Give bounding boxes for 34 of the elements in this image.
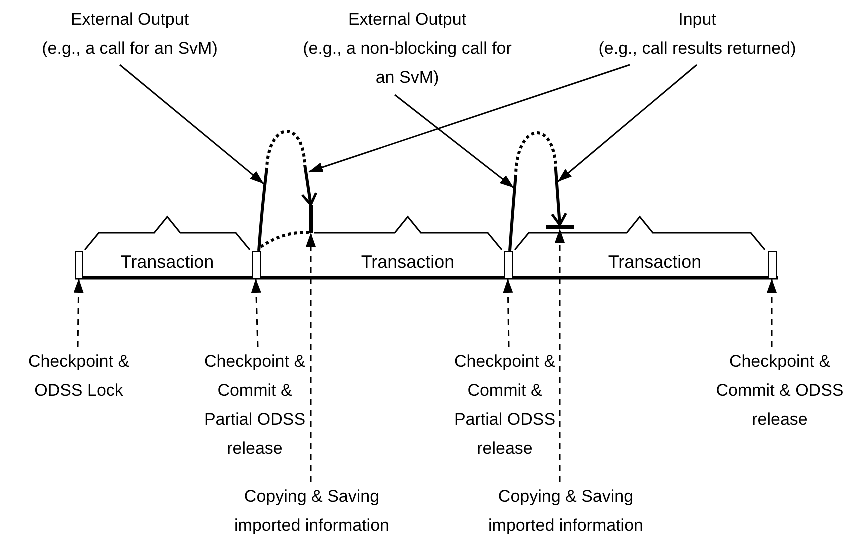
- leader-arrow: [558, 64, 698, 183]
- checkpoint-marker: [252, 251, 261, 279]
- import-bar: [546, 225, 574, 229]
- leader-arrow: [120, 64, 264, 185]
- band-label: Transaction: [120, 251, 216, 274]
- event-annotation: (e.g., a call for an SvM): [41, 38, 219, 60]
- import-curve: [260, 231, 310, 248]
- checkpoint-label: Checkpoint & Commit & Partial ODSS release: [203, 351, 307, 460]
- checkpoint-label: Copying & Saving imported information: [234, 486, 390, 536]
- dashed-arrow: [306, 233, 316, 482]
- call-return-arrow: [258, 130, 318, 252]
- event-annotation: Input: [678, 9, 718, 31]
- dashed-arrow: [555, 229, 565, 482]
- dashed-arrow: [503, 278, 514, 348]
- checkpoint-label: Checkpoint & ODSS Lock: [27, 351, 131, 402]
- checkpoint-label: Checkpoint & Commit & Partial ODSS release: [453, 351, 557, 460]
- dashed-arrow: [251, 278, 262, 348]
- leader-arrow: [394, 94, 514, 189]
- import-bar: [309, 205, 313, 233]
- event-annotation: (e.g., a non-blocking call for an SvM): [302, 38, 513, 89]
- event-annotation: External Output: [70, 9, 190, 31]
- checkpoint-label: Copying & Saving imported information: [488, 486, 644, 536]
- checkpoint-label: Checkpoint & Commit & ODSS release: [715, 351, 845, 431]
- band-label: Transaction: [607, 251, 703, 274]
- dashed-arrow: [767, 279, 777, 347]
- dashed-arrow: [74, 278, 84, 348]
- call-return-arrow: [508, 132, 568, 252]
- band-label: Transaction: [360, 251, 456, 274]
- checkpoint-marker: [504, 251, 513, 279]
- event-annotation: External Output: [347, 9, 468, 31]
- checkpoint-marker: [75, 251, 83, 279]
- event-annotation: (e.g., call results returned): [598, 38, 798, 60]
- leader-arrow: [308, 64, 630, 173]
- checkpoint-marker: [768, 251, 777, 279]
